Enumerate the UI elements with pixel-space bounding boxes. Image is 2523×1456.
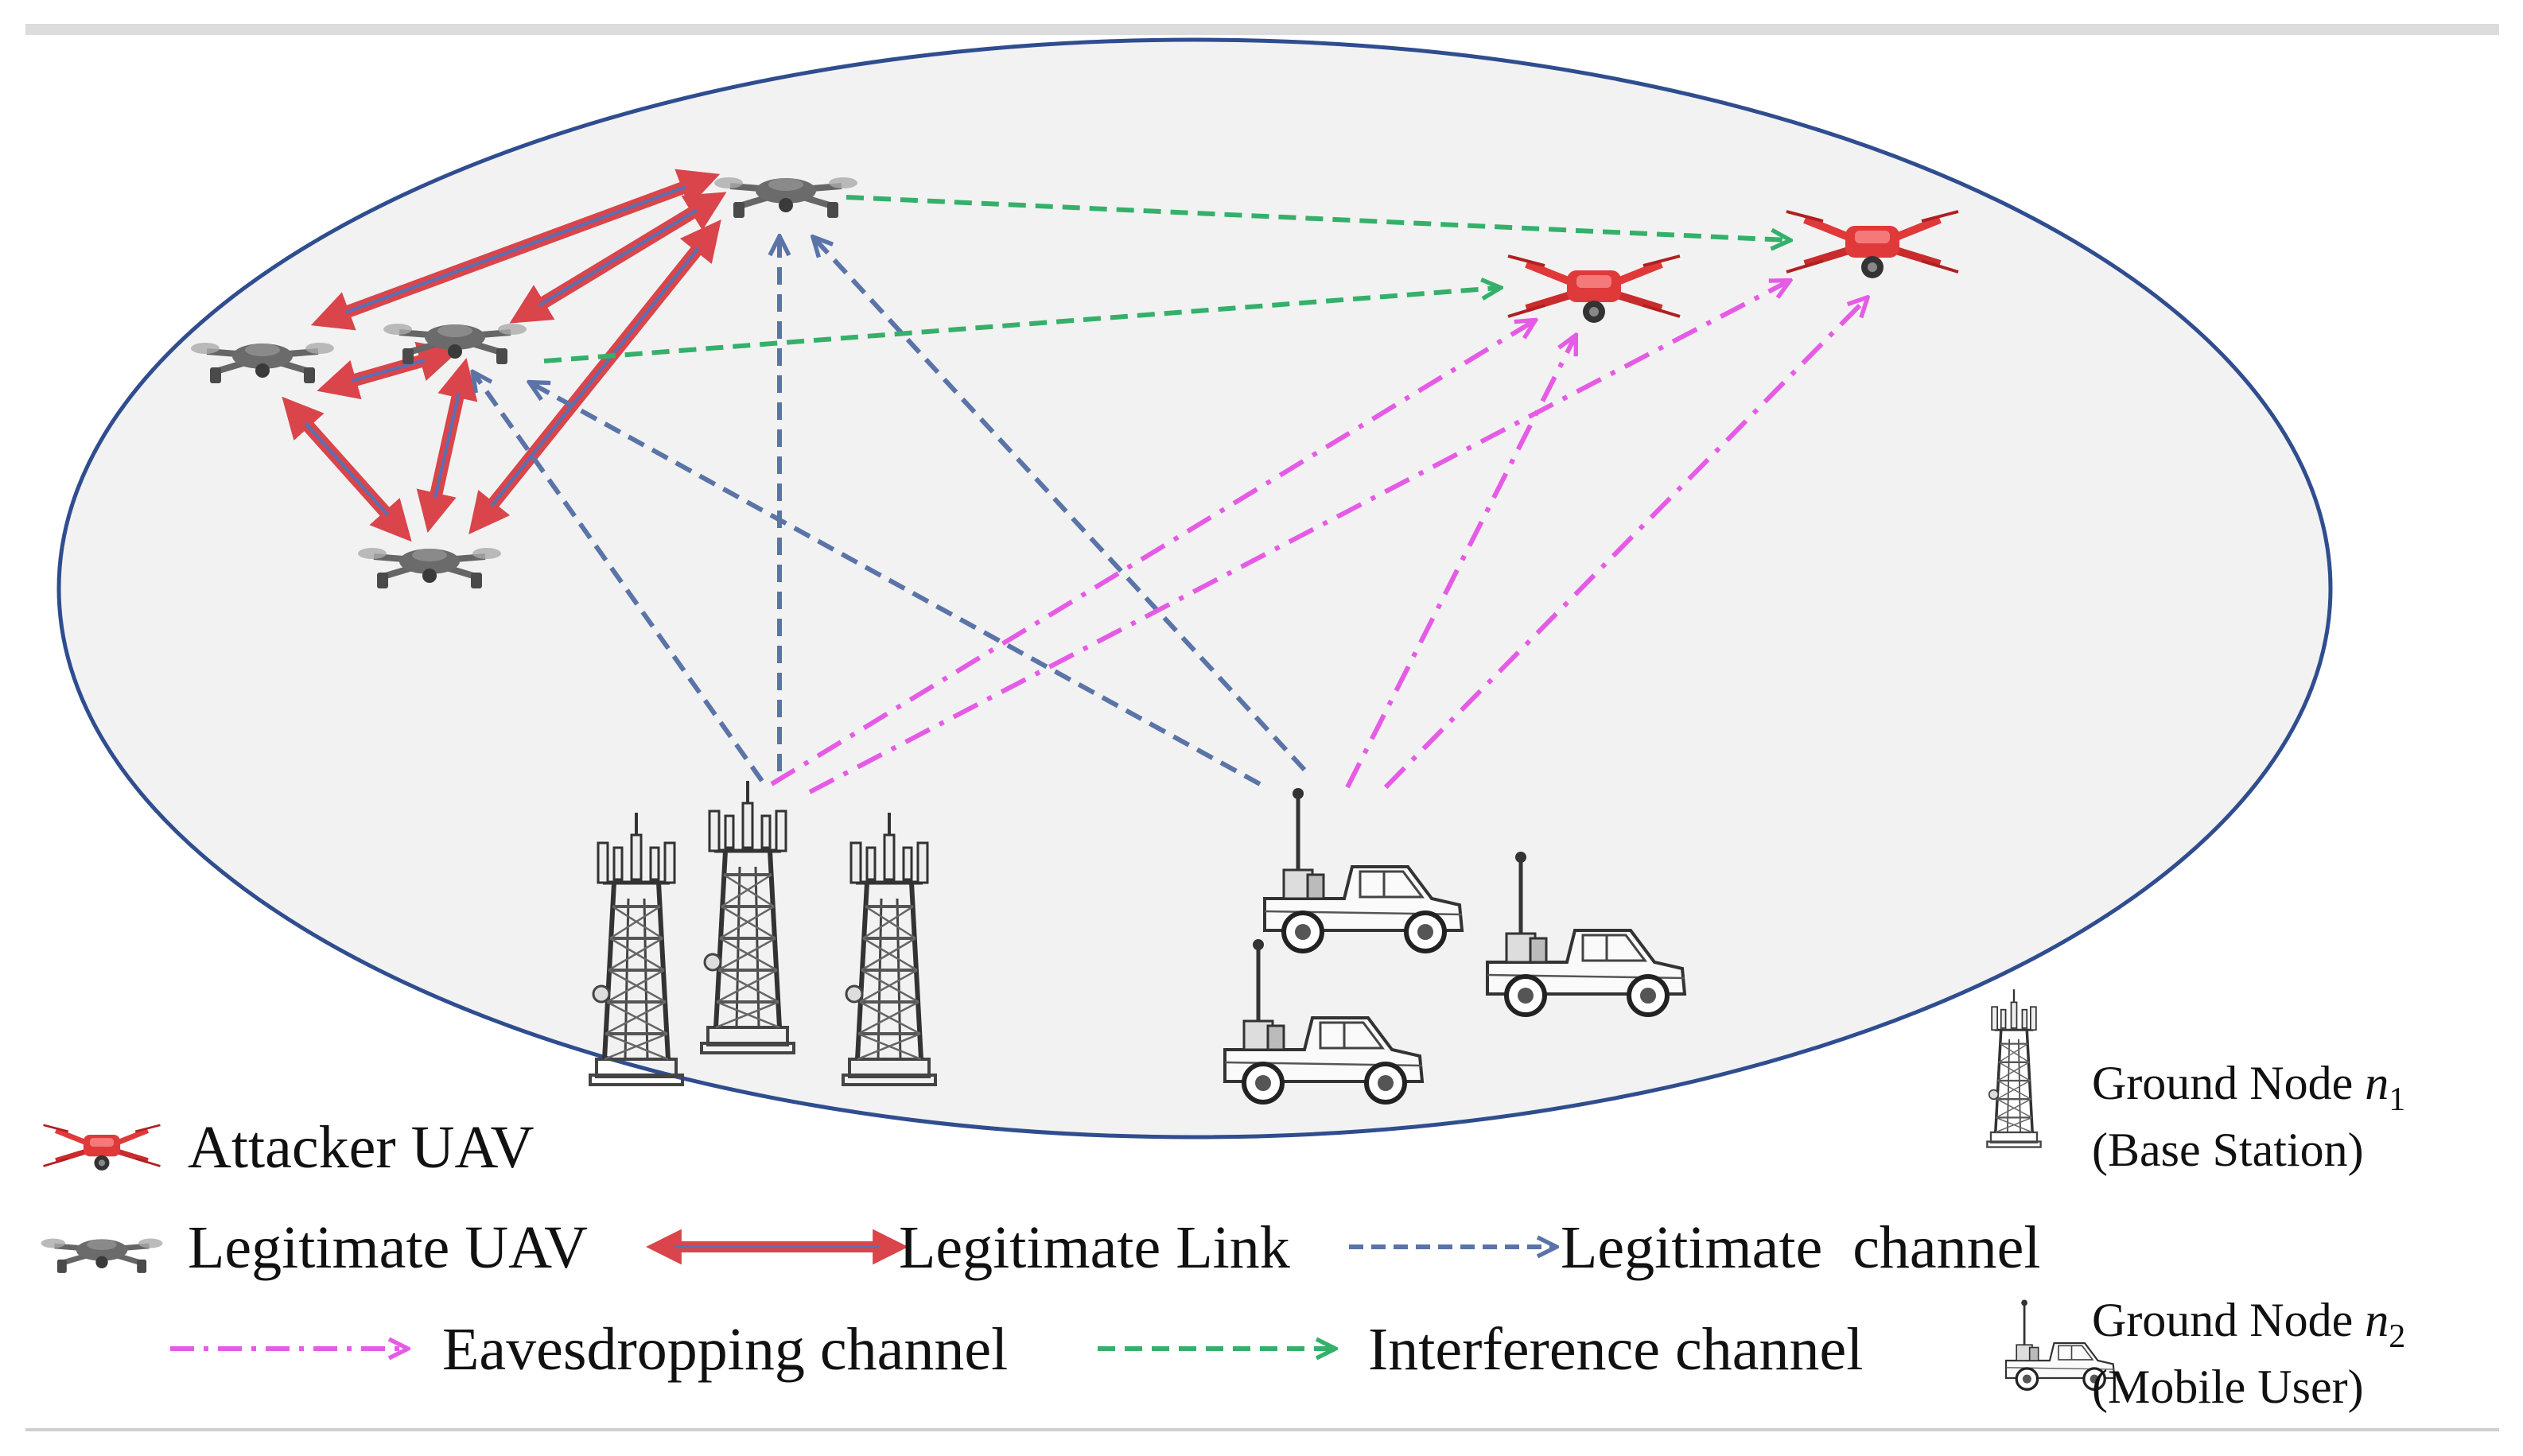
- ground-node-1-var: n: [2365, 1057, 2389, 1109]
- ground-node-1-label: Ground Node: [2092, 1057, 2365, 1109]
- ground-node-1-sub: 1: [2389, 1081, 2405, 1118]
- ground-node-2-desc: (Mobile User): [2092, 1361, 2364, 1413]
- svg-text:Ground Node n2: Ground Node n2: [2092, 1294, 2405, 1355]
- legend-legitimate-channel-label: Legitimate channel: [1561, 1214, 2041, 1281]
- legitimate-channels: [474, 239, 1307, 786]
- ground-node-1-desc: (Base Station): [2092, 1124, 2364, 1176]
- legend-eavesdropping-channel-label: Eavesdropping channel: [442, 1316, 1008, 1383]
- legitimate-links: [282, 169, 727, 542]
- eavesdropping-channels: [770, 281, 1866, 794]
- legend-interference-channel-label: Interference channel: [1368, 1316, 1863, 1383]
- legend-legitimate-link-label: Legitimate Link: [899, 1214, 1290, 1281]
- ground-node-2-sub: 2: [2389, 1318, 2405, 1355]
- ground-node-1-tower-icon: [1985, 988, 2043, 1149]
- legend-legitimate-uav-icon: [41, 1239, 162, 1273]
- legend-attacker-uav-label: Attacker UAV: [188, 1114, 535, 1181]
- svg-text:Ground Node n1: Ground Node n1: [2092, 1057, 2405, 1118]
- ground-node-2-label: Ground Node: [2092, 1294, 2365, 1346]
- ground-node-2-var: n: [2365, 1294, 2389, 1346]
- legend-legitimate-uav-label: Legitimate UAV: [188, 1214, 588, 1281]
- top-border: [25, 24, 2499, 35]
- legend-attacker-uav-icon: [44, 1125, 161, 1171]
- interference-channels: [543, 195, 1788, 363]
